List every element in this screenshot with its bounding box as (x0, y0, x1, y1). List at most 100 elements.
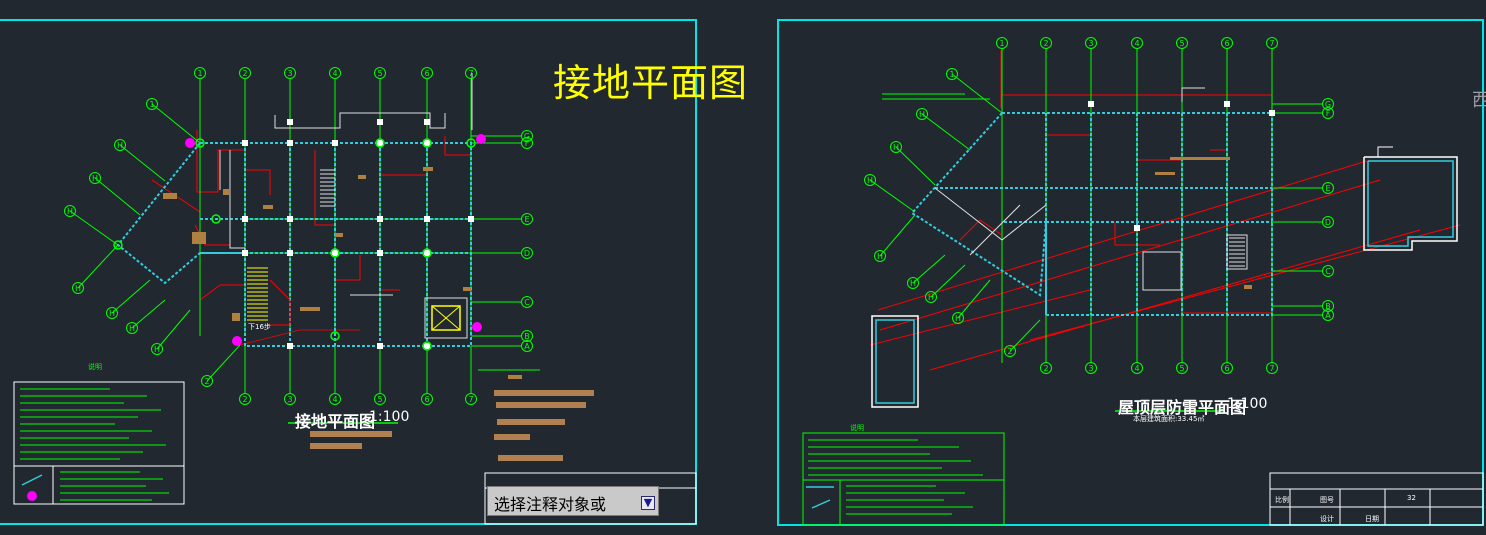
right-ground-diag (910, 112, 1047, 297)
left-column-5 (242, 216, 248, 222)
left-axis-top-2-label: 2 (242, 69, 247, 78)
left-column-8 (424, 216, 430, 222)
left-hatch-2 (310, 431, 392, 437)
title-block-label-c: 设计 (1320, 515, 1334, 523)
left-column-13 (377, 250, 383, 256)
right-axis-left-7-bubble (925, 291, 937, 303)
left-test-point-9 (113, 240, 123, 250)
left-diag-axis-2 (94, 177, 141, 216)
left-test-point-5 (422, 248, 432, 258)
left-title-block (484, 472, 697, 525)
left-plan-hatch-2 (423, 167, 433, 171)
left-top-column-0 (287, 119, 293, 125)
right-roof-box-left-outer (871, 315, 919, 408)
right-stair-box (1226, 234, 1248, 270)
right-diag-wall-2 (929, 229, 1421, 371)
title-block-number: 32 (1407, 494, 1416, 502)
left-column-16 (377, 343, 383, 349)
left-hatch-0 (494, 390, 594, 396)
left-ground-marker-1 (476, 134, 486, 144)
right-axis-right-F-bubble (1322, 107, 1334, 119)
right-axis-top-2-label: 2 (1043, 39, 1048, 48)
right-sheet-frame (777, 19, 1484, 526)
left-axis-bottom-3-bubble (284, 393, 296, 405)
right-axis-top-1-label: 1 (999, 39, 1004, 48)
right-diag-axis-5 (912, 254, 946, 284)
left-axis-top-7-bubble (465, 67, 477, 79)
left-stair-outline (269, 279, 291, 326)
left-plan-hatch-7 (508, 375, 522, 379)
left-wall-d (379, 150, 428, 200)
left-wall-e (334, 255, 361, 281)
right-diag-wall-0 (877, 159, 1371, 311)
right-axis-top-7-bubble (1266, 37, 1278, 49)
title-block-label-b: 图号 (1320, 496, 1334, 504)
left-axis-bottom-5-bubble (374, 393, 386, 405)
left-axis-right-D-bubble (521, 247, 533, 259)
left-axis-top-4-bubble (329, 67, 341, 79)
right-axis-right-G-label: G (1325, 100, 1331, 109)
right-drawing-title: 屋顶层防雷平面图 (1118, 398, 1247, 417)
grounding-lines (116, 112, 1273, 347)
left-axis-top-7-label: 7 (468, 69, 473, 78)
left-column-4 (424, 140, 430, 146)
left-axis-left-4-bubble (72, 282, 84, 294)
title-block-label-d: 日期 (1365, 515, 1379, 523)
left-plan-hatch-5 (192, 232, 206, 244)
right-white-a (934, 187, 1047, 241)
left-column-14 (424, 250, 430, 256)
right-axis-bottom-6-bubble (1221, 362, 1233, 374)
left-hatch-4 (497, 419, 565, 425)
left-notes-table (13, 381, 185, 505)
left-axis-top-3-label: 3 (287, 69, 292, 78)
left-column-2 (332, 140, 338, 146)
right-axis-right-D-bubble (1322, 216, 1334, 228)
left-test-point-1 (375, 138, 385, 148)
left-hatch-1 (496, 402, 586, 408)
right-axis-top-1-bubble (996, 37, 1008, 49)
right-diag-wall-4 (1029, 224, 1461, 341)
right-notes-heading: 说明 (850, 424, 864, 432)
left-column-3 (377, 140, 383, 146)
left-axis-bottom-7-bubble (465, 393, 477, 405)
left-ground-diag (116, 142, 245, 285)
left-axis-top-4-label: 4 (332, 69, 337, 78)
right-axis-left-7-label: H (928, 293, 934, 302)
right-axis-left-3-label: H (867, 176, 873, 185)
left-axis-left-6-label: H (129, 324, 135, 333)
left-diag-axis-8 (206, 344, 241, 382)
left-axis-right-B-label: B (524, 332, 530, 341)
left-axis-left-1-label: H (117, 141, 123, 150)
right-axis-bottom-5-bubble (1176, 362, 1188, 374)
right-column-1 (1224, 101, 1230, 107)
left-axis-left-3-label: H (67, 207, 73, 216)
left-axis-right-A-bubble (521, 340, 533, 352)
left-diag-axis-0 (151, 103, 201, 144)
right-subtitle: 本层建筑面积:33.45㎡ (1133, 415, 1205, 423)
right-diag-axis-2 (895, 146, 936, 186)
right-axis-left-6-bubble (952, 312, 964, 324)
left-axis-left-1-bubble (114, 139, 126, 151)
right-axis-right-E-label: E (1325, 184, 1330, 193)
left-axis-top-1-label: 1 (197, 69, 202, 78)
right-axis-left-4-label: H (877, 252, 883, 261)
right-wall-d (1114, 222, 1160, 246)
left-wall-b (244, 150, 271, 195)
left-notes-heading: 说明 (88, 363, 102, 371)
left-scale: 1:100 (369, 409, 410, 425)
right-axis-bottom-6-label: 6 (1224, 364, 1229, 373)
left-column-10 (242, 250, 248, 256)
left-axis-top-1-bubble (194, 67, 206, 79)
right-column-0 (1088, 101, 1094, 107)
stair-label: 下16步 (248, 323, 271, 331)
left-test-point-3 (466, 138, 476, 148)
right-wall-a (1045, 134, 1091, 170)
left-diag-axis-4 (77, 244, 119, 289)
left-wall-h (194, 224, 230, 246)
left-elevator-shaft (424, 297, 468, 339)
command-prompt[interactable]: 选择注释对象或 ▼ (487, 486, 659, 516)
arrow-down-icon[interactable]: ▼ (641, 496, 655, 510)
left-axis-bottom-4-label: 4 (332, 395, 337, 404)
right-legend-ground (811, 499, 831, 509)
